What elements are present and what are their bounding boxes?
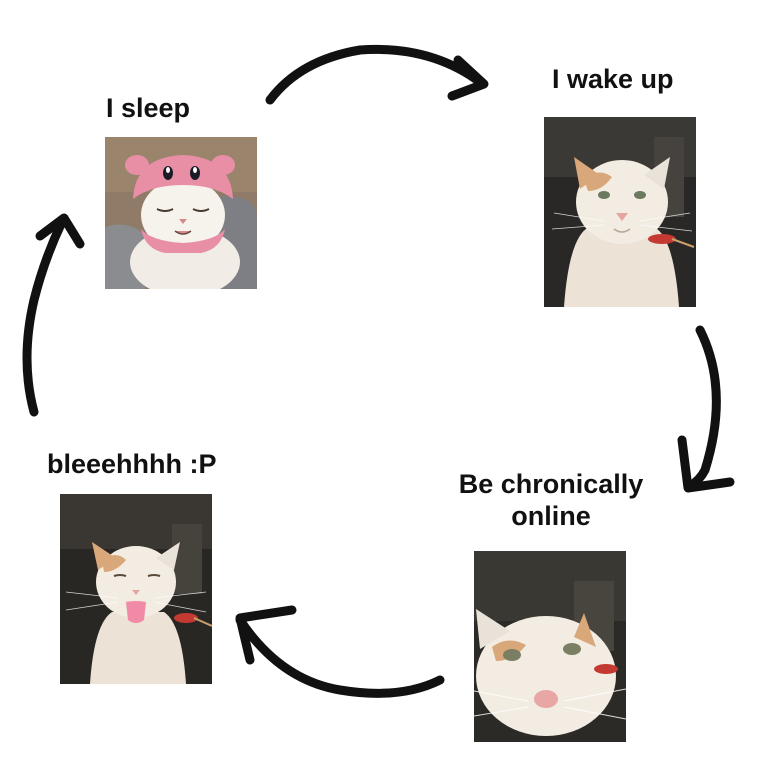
step-label-line1: Be chronically [458,469,644,499]
tongue-cat-image [60,494,212,684]
tongue-cat-photo [60,494,212,684]
arrow-top-icon [265,44,489,105]
waking-cat-photo [544,117,696,307]
sleeping-cat-image [105,137,257,289]
sleeping-cat-photo [105,137,257,289]
arrow-bottom-icon [235,605,445,698]
arrow-right-icon [677,325,735,493]
waking-cat-image [544,117,696,307]
online-cat-image [474,551,626,742]
online-cat-photo [474,551,626,742]
step-label-chronically-online: Be chronically online [448,468,654,532]
step-label-sleep: I sleep [106,93,191,123]
step-label-wake-up: I wake up [552,64,674,94]
arrow-left-icon [22,213,85,417]
step-label-bleh: bleeehhhh :P [47,449,217,479]
step-label-line2: online [511,501,591,531]
